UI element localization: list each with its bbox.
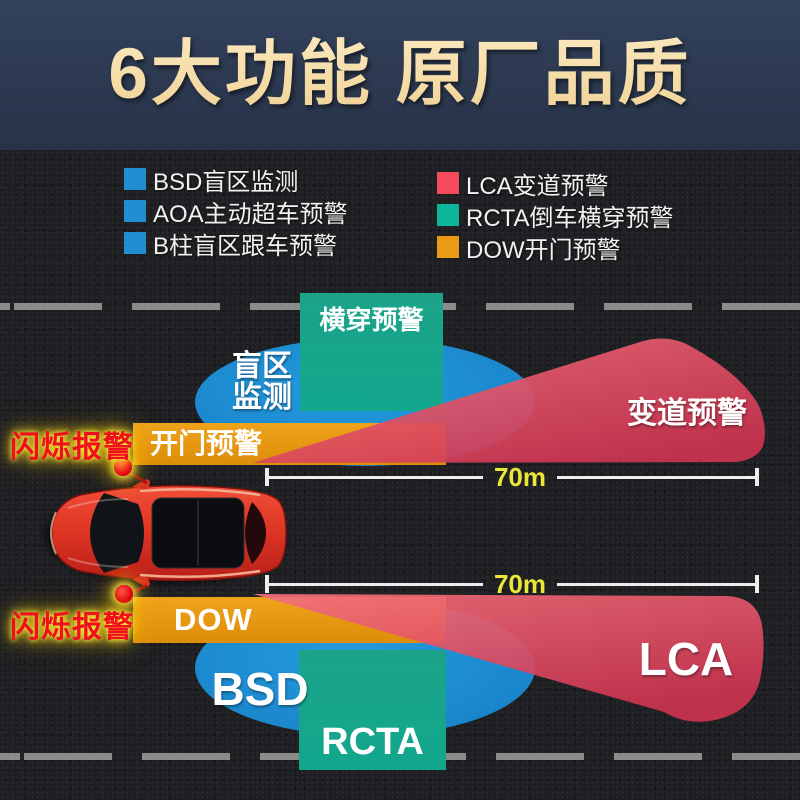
dow-zone-bottom: DOW [133,597,446,643]
lca-label: LCA [638,633,734,685]
flash-alert-top: 闪烁报警 [10,431,134,464]
alert-dot-top-icon [114,458,132,476]
legend-item-bsd: BSD盲区监测 [124,167,348,196]
road-scene: BSD盲区监测 AOA主动超车预警 B柱盲区跟车预警 LCA变道预警 RCTA倒… [0,150,800,800]
legend-item-lca: LCA变道预警 [437,171,674,200]
car-roof-rail [139,569,261,579]
legend-swatch-teal-icon [437,204,459,226]
distance-line-bottom-right [557,583,757,586]
legend-swatch-blue-icon [124,232,146,254]
page-title: 6大功能 原厂品质 [0,0,800,150]
distance-tick [265,468,269,486]
flash-alert-bottom: 闪烁报警 [10,611,134,644]
header-banner: 6大功能 原厂品质 [0,0,800,150]
distance-tick [755,575,759,593]
cross-warning-label: 横穿预警 [319,305,424,335]
legend-label: AOA主动超车预警 [153,200,348,228]
car-roof-rail [139,487,261,497]
legend-item-aoa: AOA主动超车预警 [124,199,348,228]
lane-change-label: 变道预警 [627,397,747,430]
legend-label: B柱盲区跟车预警 [153,232,338,260]
alert-dot-bottom-icon [115,585,133,603]
legend-label: RCTA倒车横穿预警 [466,204,674,232]
car-windshield [90,493,144,573]
legend-left-column: BSD盲区监测 AOA主动超车预警 B柱盲区跟车预警 [124,167,348,260]
legend-label: DOW开门预警 [466,236,621,264]
legend-swatch-blue-icon [124,200,146,222]
legend-swatch-red-icon [437,172,459,194]
legend-label: BSD盲区监测 [153,168,299,196]
car-hood-line [67,498,129,509]
distance-label-bottom: 70m [493,569,547,599]
bsd-label: BSD [211,663,309,715]
car-hood-line [67,557,129,568]
dow-zone-top: 开门预警 [133,423,446,465]
legend-swatch-blue-icon [124,168,146,190]
legend-label: LCA变道预警 [466,172,609,200]
legend-item-rcta: RCTA倒车横穿预警 [437,203,674,232]
dow-label: DOW [174,602,253,637]
car-mirror-bottom [132,575,150,587]
rcta-label: RCTA [321,721,424,763]
legend-item-bpillar: B柱盲区跟车预警 [124,231,348,260]
car-top-view [44,479,287,587]
door-warning-label: 开门预警 [150,428,263,459]
blindspot-label: 盲区 监测 [210,351,314,413]
distance-line-bottom-left [267,583,483,586]
distance-line-top-left [267,476,483,479]
rcta-zone-top: 横穿预警 [300,293,443,411]
legend-swatch-orange-icon [437,236,459,258]
blindspot-label-line2: 监测 [232,381,292,414]
distance-label-top: 70m [493,462,547,492]
car-headlight [49,511,57,555]
blindspot-label-line1: 盲区 [232,350,292,383]
distance-line-top-right [557,476,757,479]
distance-tick [755,468,759,486]
legend-right-column: LCA变道预警 RCTA倒车横穿预警 DOW开门预警 [437,171,674,264]
car-rear-window [245,502,266,564]
distance-tick [265,575,269,593]
legend-item-dow: DOW开门预警 [437,235,674,264]
